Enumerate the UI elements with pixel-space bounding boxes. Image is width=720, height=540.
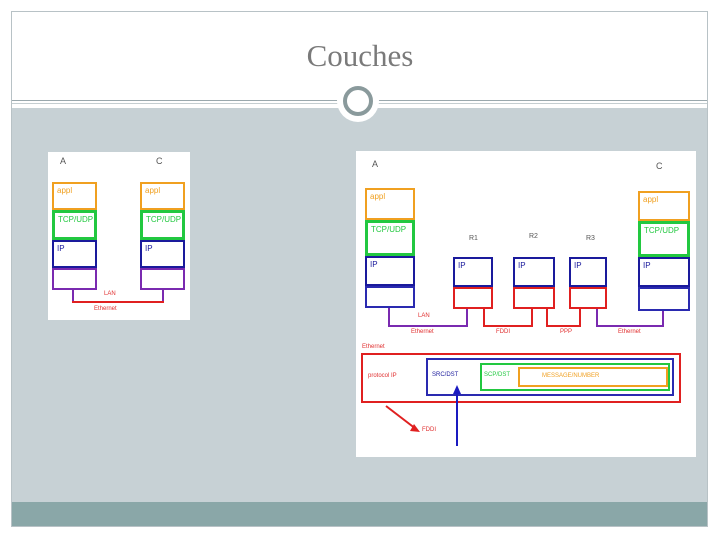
host-a-transport-layer: TCP/UDP [365,220,415,256]
fddi-arrow-label: FDDI [422,427,436,433]
link-r2-r3-right [579,309,581,326]
host-c-transport-layer: TCP/UDP [140,210,185,240]
ethernet-label: Ethernet [94,306,117,312]
fddi-arrow-head [410,424,420,432]
layer-label: IP [57,244,65,253]
router-r2-label: R2 [529,233,538,240]
fddi-arrow-shaft [385,405,417,430]
layer-label: appl [145,186,161,195]
host-c-label: C [156,156,163,166]
host-a-label: A [372,159,379,169]
link-r1-r2-right [531,309,533,326]
host-a-label: A [60,156,67,166]
router-r3-link-layer [569,287,607,309]
layer-label: IP [643,261,651,270]
ethernet-frame [361,353,681,403]
layer-label: IP [370,260,378,269]
layer-label: IP [574,261,582,270]
divider-circle-icon [343,86,373,116]
footer-bar [12,502,707,526]
link-r1-drop [466,309,468,326]
host-a-link-layer [365,286,415,308]
link-a-drop [388,308,390,326]
router-r1-network-layer: IP [453,257,493,287]
router-r3-network-layer: IP [569,257,607,287]
tcp-segment [480,363,670,391]
layer-label: TCP/UDP [371,225,407,234]
host-a-appl-layer: appl [52,182,97,210]
host-c-link-layer [638,287,690,311]
host-a-network-layer: IP [365,256,415,286]
host-a-link-layer [52,268,97,290]
layer-label: TCP/UDP [58,215,94,224]
layer-label: TCP/UDP [146,215,182,224]
layer-label: appl [643,195,659,204]
ip-packet [426,358,674,396]
lan-label: LAN [418,313,430,319]
host-c-link-layer [140,268,185,290]
ppp-label: PPP [560,329,573,335]
ip-header-label: SRC/DST [432,372,459,378]
layer-label: IP [145,244,153,253]
lan-link-c [162,290,164,302]
router-r2-link-layer [513,287,555,309]
link-r3-c [596,325,664,327]
router-r3-label: R3 [586,235,595,242]
host-a-network-layer: IP [52,240,97,268]
frame-outer-label: Ethernet [362,344,385,350]
link-r1-r2 [483,325,533,327]
host-c-appl-layer: appl [140,182,185,210]
host-c-network-layer: IP [140,240,185,268]
layer-label: TCP/UDP [644,226,680,235]
host-a-transport-layer: TCP/UDP [52,210,97,240]
router-r1-label: R1 [469,235,478,242]
host-c-network-layer: IP [638,257,690,287]
payload-label: MESSAGE/NUMBER [542,373,600,379]
host-a-appl-layer: appl [365,188,415,220]
router-r2-network-layer: IP [513,257,555,287]
app-payload [518,367,668,387]
lan-link-bus [72,301,164,303]
host-c-appl-layer: appl [638,191,690,221]
diagram-left: A C appl TCP/UDP IP appl TCP/UDP IP LAN … [48,152,190,320]
router-r1-link-layer [453,287,493,309]
link-r2-r3 [546,325,581,327]
link-r2-r3-left [546,309,548,326]
slide-title: Couches [306,38,414,73]
lan-link-a [72,290,74,302]
layer-label: appl [57,186,73,195]
link-a-r1 [388,325,468,327]
slide-frame [11,11,708,527]
link-r3-drop [596,309,598,326]
layer-label: appl [370,192,386,201]
lan-label: LAN [104,291,116,297]
frame-type-label: protocol IP [368,373,397,379]
ip-header-arrow-head [453,385,461,394]
layer-label: IP [518,261,526,270]
layer-label: IP [458,261,466,270]
frame-arrows [385,385,461,446]
host-c-transport-layer: TCP/UDP [638,221,690,257]
ethernet-c-label: Ethernet [618,329,641,335]
diagram-right: A C appl TCP/UDP IP appl TCP/UDP IP R1 R… [356,151,696,457]
ethernet-a-label: Ethernet [411,329,434,335]
tcp-header-label: SCP/DST [484,372,511,378]
link-c-drop [662,311,664,326]
fddi-label: FDDI [496,329,510,335]
host-c-label: C [656,161,663,171]
link-r1-r2-left [483,309,485,326]
